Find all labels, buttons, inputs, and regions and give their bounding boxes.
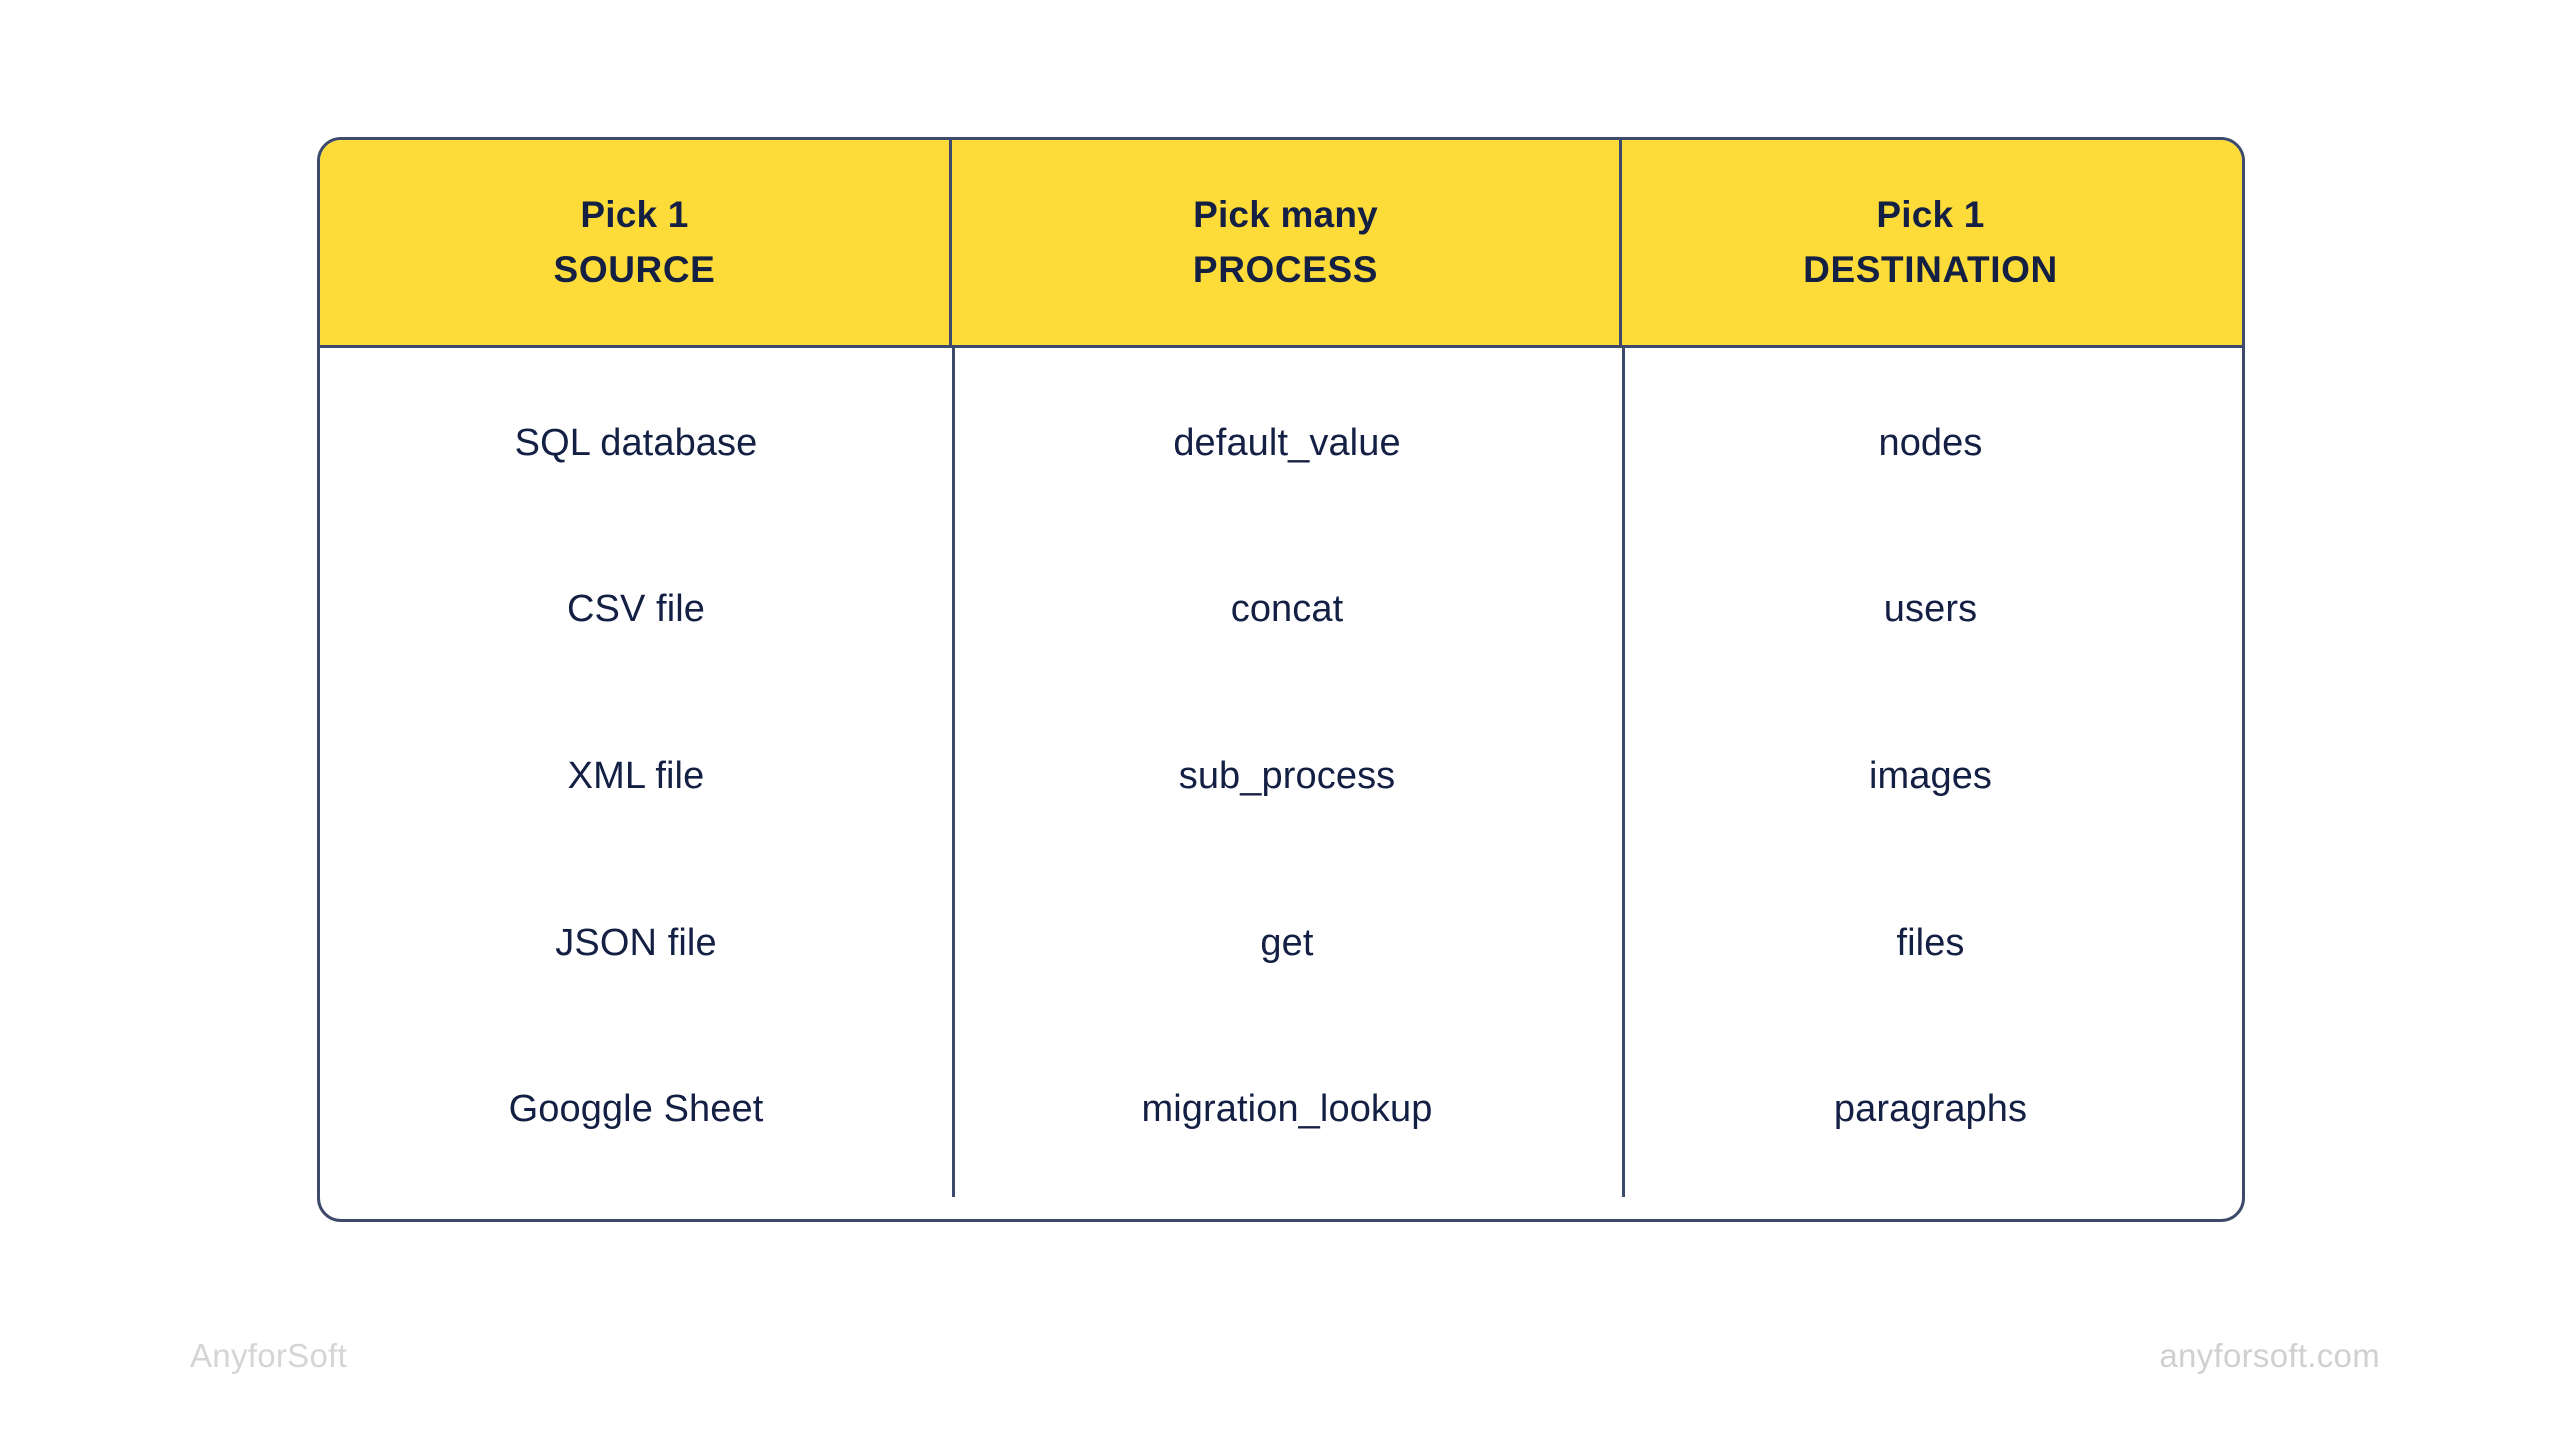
column-header-process-pick: Pick many xyxy=(1193,193,1378,235)
table-cell: paragraphs xyxy=(1833,1088,2028,1131)
table-header-row: Pick 1 SOURCE Pick many PROCESS Pick 1 D… xyxy=(320,140,2242,348)
website-url: anyforsoft.com xyxy=(2159,1337,2380,1374)
table-cell: images xyxy=(1868,754,1993,797)
column-divider-1 xyxy=(952,348,955,1197)
column-divider-2 xyxy=(1622,348,1625,1197)
table-cell: migration_lookup xyxy=(1141,1088,1433,1131)
table-cell: sub_process xyxy=(1178,754,1396,797)
comparison-table: Pick 1 SOURCE Pick many PROCESS Pick 1 D… xyxy=(317,137,2245,1222)
column-header-source-pick: Pick 1 xyxy=(580,193,689,235)
column-destination-cells: nodes users images files paragraphs xyxy=(1622,348,2239,1219)
table-cell: CSV file xyxy=(566,588,706,631)
column-header-process: Pick many PROCESS xyxy=(952,140,1622,345)
table-cell: nodes xyxy=(1878,421,1983,464)
table-cell: default_value xyxy=(1173,421,1401,464)
table-cell: Googgle Sheet xyxy=(508,1088,764,1131)
table-cell: users xyxy=(1883,588,1978,631)
table-cell: JSON file xyxy=(555,921,717,964)
column-header-source-name: SOURCE xyxy=(553,249,716,290)
column-header-process-name: PROCESS xyxy=(1192,249,1379,290)
table-cell: XML file xyxy=(567,754,705,797)
column-header-destination: Pick 1 DESTINATION xyxy=(1622,140,2239,345)
table-cell: SQL database xyxy=(514,421,758,464)
brand-wordmark: AnyforSoft xyxy=(190,1337,348,1374)
column-source-cells: SQL database CSV file XML file JSON file… xyxy=(320,348,952,1219)
table-cell: files xyxy=(1896,921,1965,964)
table-grid: Pick 1 SOURCE Pick many PROCESS Pick 1 D… xyxy=(320,140,2242,1219)
table-body: SQL database CSV file XML file JSON file… xyxy=(320,348,2242,1219)
column-process-cells: default_value concat sub_process get mig… xyxy=(952,348,1622,1219)
column-header-source: Pick 1 SOURCE xyxy=(320,140,952,345)
column-header-destination-pick: Pick 1 xyxy=(1876,193,1985,235)
column-header-destination-name: DESTINATION xyxy=(1803,249,2058,290)
table-cell: get xyxy=(1260,921,1314,964)
table-cell: concat xyxy=(1230,588,1344,631)
